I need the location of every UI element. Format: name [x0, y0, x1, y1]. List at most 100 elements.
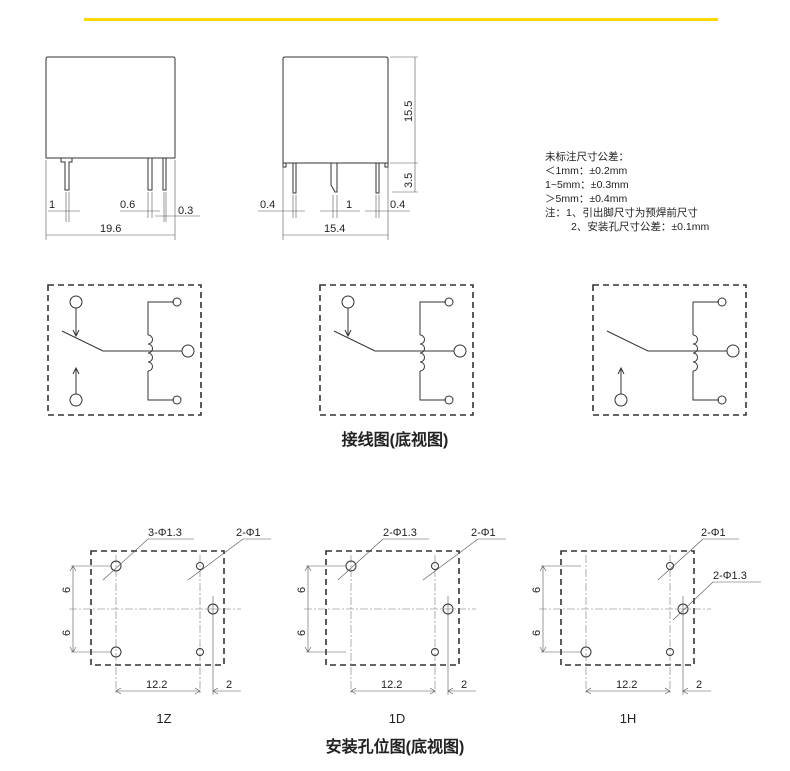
dimension-lines: [306, 565, 476, 695]
dim-vertical-top: 6: [296, 587, 308, 593]
arrow-up-icon: [72, 366, 80, 394]
hole-small: [666, 648, 674, 656]
dimension-arrows: [304, 565, 454, 695]
dim-offset: 2: [226, 679, 232, 691]
no-terminal: [614, 393, 628, 407]
hole-label-large: 2-Φ1.3: [713, 570, 747, 582]
dimension-lines: [541, 565, 711, 695]
coil-icon: [147, 334, 153, 372]
nc-terminal: [69, 295, 83, 309]
leader-lines: [657, 538, 761, 621]
dimension-arrows: [539, 565, 689, 695]
coil-leads: [419, 301, 446, 401]
common-terminal: [453, 344, 467, 358]
hole-label-large: 3-Φ1.3: [148, 527, 182, 539]
front-view: 1 0.6 0.3 19.6: [45, 56, 200, 240]
dim-hole-spacing: 12.2: [616, 679, 637, 691]
coil-icon: [692, 334, 698, 372]
dim-height: 15.5: [403, 101, 415, 122]
centerline: [304, 555, 476, 695]
mounting-title: 安装孔位图(底视图): [326, 737, 465, 756]
wiring-diagrams: [47, 284, 747, 416]
side-body: [282, 56, 389, 164]
note-line: 注：1、引出脚尺寸为预焊前尺寸: [545, 206, 698, 219]
coil-terminal: [444, 395, 454, 405]
note-line: 2、安装孔尺寸公差：±0.1mm: [571, 220, 709, 233]
dim-vertical-top: 6: [531, 587, 543, 593]
centerline: [69, 555, 241, 695]
centerline: [539, 555, 711, 695]
schematic-border: [47, 284, 202, 416]
note-line: 1~5mm：±0.3mm: [545, 179, 629, 191]
dim-vertical-bottom: 6: [531, 630, 543, 636]
schematic-border: [592, 284, 747, 416]
dim-hole-spacing: 12.2: [146, 679, 167, 691]
dim-side-mid: 1: [346, 199, 352, 211]
note-line: ＞5mm：±0.4mm: [545, 193, 627, 205]
mounting-outline: [560, 550, 695, 666]
front-body: [45, 56, 176, 159]
dim-side-right: 0.4: [390, 199, 405, 211]
hole-large: [110, 560, 122, 572]
dim-front-width: 19.6: [100, 223, 121, 235]
dim-pin-width: 0.6: [120, 199, 135, 211]
dimension-lines: [71, 565, 241, 695]
side-pin: [375, 163, 380, 194]
schematic-1H: [592, 284, 747, 416]
hole-large: [677, 603, 689, 615]
hole-large: [442, 603, 454, 615]
dim-hole-spacing: 12.2: [381, 679, 402, 691]
dim-pin-length: 3.5: [403, 173, 415, 188]
arrow-down-icon: [72, 308, 80, 338]
common-terminal: [726, 344, 740, 358]
dim-pin-pitch: 1: [49, 199, 55, 211]
note-line: 未标注尺寸公差：: [545, 150, 629, 163]
dim-pin-thickness: 0.3: [178, 205, 193, 217]
coil-terminal: [172, 297, 182, 307]
coil-terminal: [172, 395, 182, 405]
coil-leads: [692, 301, 719, 401]
schematic-1Z: [47, 284, 202, 416]
note-line: ＜1mm：±0.2mm: [545, 165, 627, 177]
arrow-down-icon: [344, 308, 352, 338]
switch-blade: [333, 330, 454, 352]
nc-terminal: [341, 295, 355, 309]
coil-terminal: [717, 297, 727, 307]
side-pin: [292, 163, 297, 194]
hole-small: [431, 562, 439, 570]
coil-leads: [147, 301, 174, 401]
hole-label-small: 2-Φ1: [471, 527, 496, 539]
switch-blade: [61, 330, 182, 352]
wiring-title: 接线图(底视图): [342, 430, 449, 449]
dim-side-left: 0.4: [260, 199, 275, 211]
common-terminal: [181, 344, 195, 358]
hole-small: [196, 562, 204, 570]
accent-bar: [84, 18, 718, 21]
hole-label-small: 2-Φ1: [701, 527, 726, 539]
dimension-arrows: [69, 565, 219, 695]
dim-vertical-bottom: 6: [61, 630, 73, 636]
hole-small: [431, 648, 439, 656]
coil-terminal: [717, 395, 727, 405]
hole-large: [345, 560, 357, 572]
dim-side-width: 15.4: [324, 223, 345, 235]
no-terminal: [69, 393, 83, 407]
switch-blade: [606, 330, 727, 352]
arrow-up-icon: [617, 366, 625, 394]
front-pin: [147, 158, 153, 191]
leader-lines: [102, 538, 271, 581]
hole-large: [110, 646, 122, 658]
side-pin: [330, 163, 338, 193]
dim-offset: 2: [461, 679, 467, 691]
side-view: 0.4 1 0.4 15.4 15.5 3.5: [258, 56, 418, 240]
hole-large: [207, 603, 219, 615]
schematic-border: [319, 284, 474, 416]
leader-lines: [337, 538, 506, 581]
coil-icon: [419, 334, 425, 372]
hole-small: [196, 648, 204, 656]
